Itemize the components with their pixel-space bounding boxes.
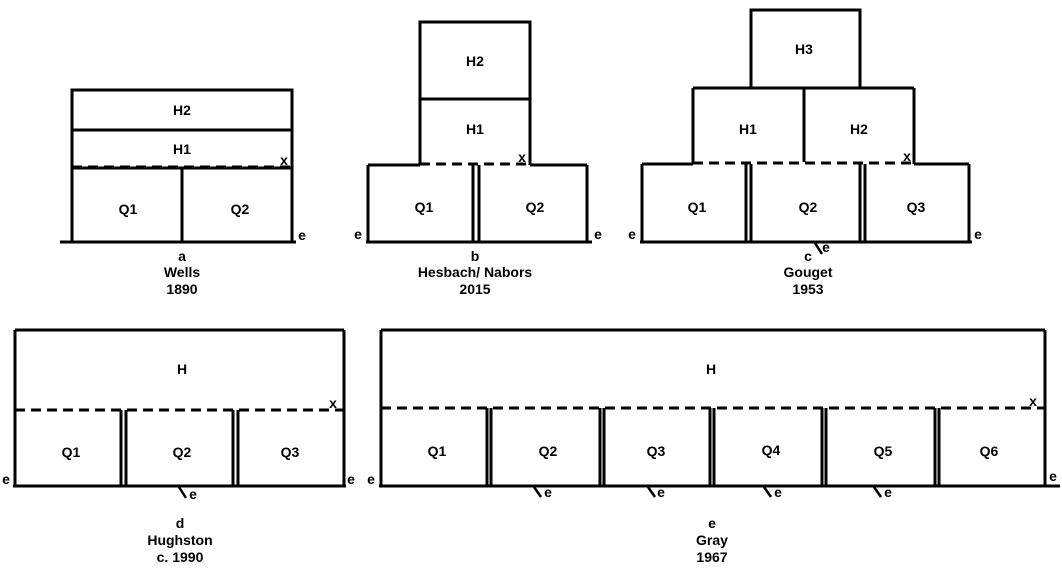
label-e-left: e <box>367 471 375 487</box>
tick-mid <box>177 486 188 499</box>
label-h2: H2 <box>850 121 868 137</box>
label-q1: Q1 <box>119 201 138 217</box>
label-q4: Q4 <box>762 442 781 458</box>
caption-year: 1890 <box>166 281 197 297</box>
label-h1: H1 <box>466 121 484 137</box>
label-q2: Q2 <box>526 199 545 215</box>
diagram-b: H2 H1 Q1 Q2 x e e b Hesbach/ Nabors 2015 <box>354 20 602 297</box>
label-x: x <box>329 395 337 411</box>
label-e-left: e <box>2 471 10 487</box>
label-q2: Q2 <box>539 443 558 459</box>
caption-name: Gouget <box>784 264 833 280</box>
caption-letter: e <box>708 515 716 531</box>
label-e-1: e <box>544 484 552 500</box>
label-e-2: e <box>657 484 665 500</box>
diagram-d: H Q1 Q2 Q3 x e e e d Hughston c. 1990 <box>2 328 355 565</box>
label-x: x <box>280 152 288 168</box>
diagram-e: H Q1 Q2 Q3 Q4 Q5 Q6 x e e e e e e e Gray… <box>367 328 1060 565</box>
box-h2 <box>418 20 532 101</box>
caption-year: c. 1990 <box>157 549 204 565</box>
label-q5: Q5 <box>874 443 893 459</box>
label-h: H <box>177 361 187 377</box>
label-e-mid: e <box>822 239 830 255</box>
label-e-left: e <box>628 226 636 242</box>
label-e-left: e <box>354 226 362 242</box>
diagram-a: H2 H1 Q1 Q2 x e a Wells 1890 <box>60 88 306 297</box>
tick-mid <box>813 242 824 255</box>
label-e-right: e <box>974 226 982 242</box>
label-h2: H2 <box>173 102 191 118</box>
label-q6: Q6 <box>980 443 999 459</box>
caption-letter: d <box>176 515 185 531</box>
caption-name: Hughston <box>147 532 212 548</box>
caption-name: Wells <box>164 264 201 280</box>
label-e-3: e <box>774 484 782 500</box>
label-h1: H1 <box>739 121 757 137</box>
label-e-right: e <box>347 471 355 487</box>
label-q2: Q2 <box>799 199 818 215</box>
label-e-right: e <box>594 226 602 242</box>
caption-name: Hesbach/ Nabors <box>418 264 533 280</box>
label-h: H <box>706 361 716 377</box>
tick-1 <box>532 486 543 498</box>
label-q3: Q3 <box>907 199 926 215</box>
tick-3 <box>762 486 773 498</box>
label-h3: H3 <box>795 41 813 57</box>
label-q3: Q3 <box>281 444 300 460</box>
caption-name: Gray <box>696 532 728 548</box>
label-e: e <box>298 227 306 243</box>
caption-letter: b <box>471 248 480 264</box>
caption-letter: c <box>804 248 812 264</box>
label-q1: Q1 <box>62 444 81 460</box>
label-q1: Q1 <box>688 199 707 215</box>
label-h1: H1 <box>173 141 191 157</box>
label-q1: Q1 <box>428 443 447 459</box>
label-e-4: e <box>884 484 892 500</box>
diagram-c: H3 H1 H2 Q1 Q2 Q3 x e e e c Gouget 1953 <box>628 8 982 297</box>
label-x: x <box>1029 393 1037 409</box>
tick-4 <box>872 486 883 498</box>
label-e-right: e <box>1049 468 1057 484</box>
label-q1: Q1 <box>415 199 434 215</box>
label-x: x <box>518 149 526 165</box>
caption-year: 1967 <box>696 549 727 565</box>
label-h2: H2 <box>466 53 484 69</box>
label-q2: Q2 <box>231 201 250 217</box>
caption-letter: a <box>178 248 186 264</box>
tick-2 <box>646 486 657 498</box>
label-q3: Q3 <box>647 443 666 459</box>
label-q2: Q2 <box>173 444 192 460</box>
label-e-mid: e <box>189 486 197 502</box>
label-x: x <box>903 148 911 164</box>
caption-year: 2015 <box>459 281 490 297</box>
caption-year: 1953 <box>792 281 823 297</box>
